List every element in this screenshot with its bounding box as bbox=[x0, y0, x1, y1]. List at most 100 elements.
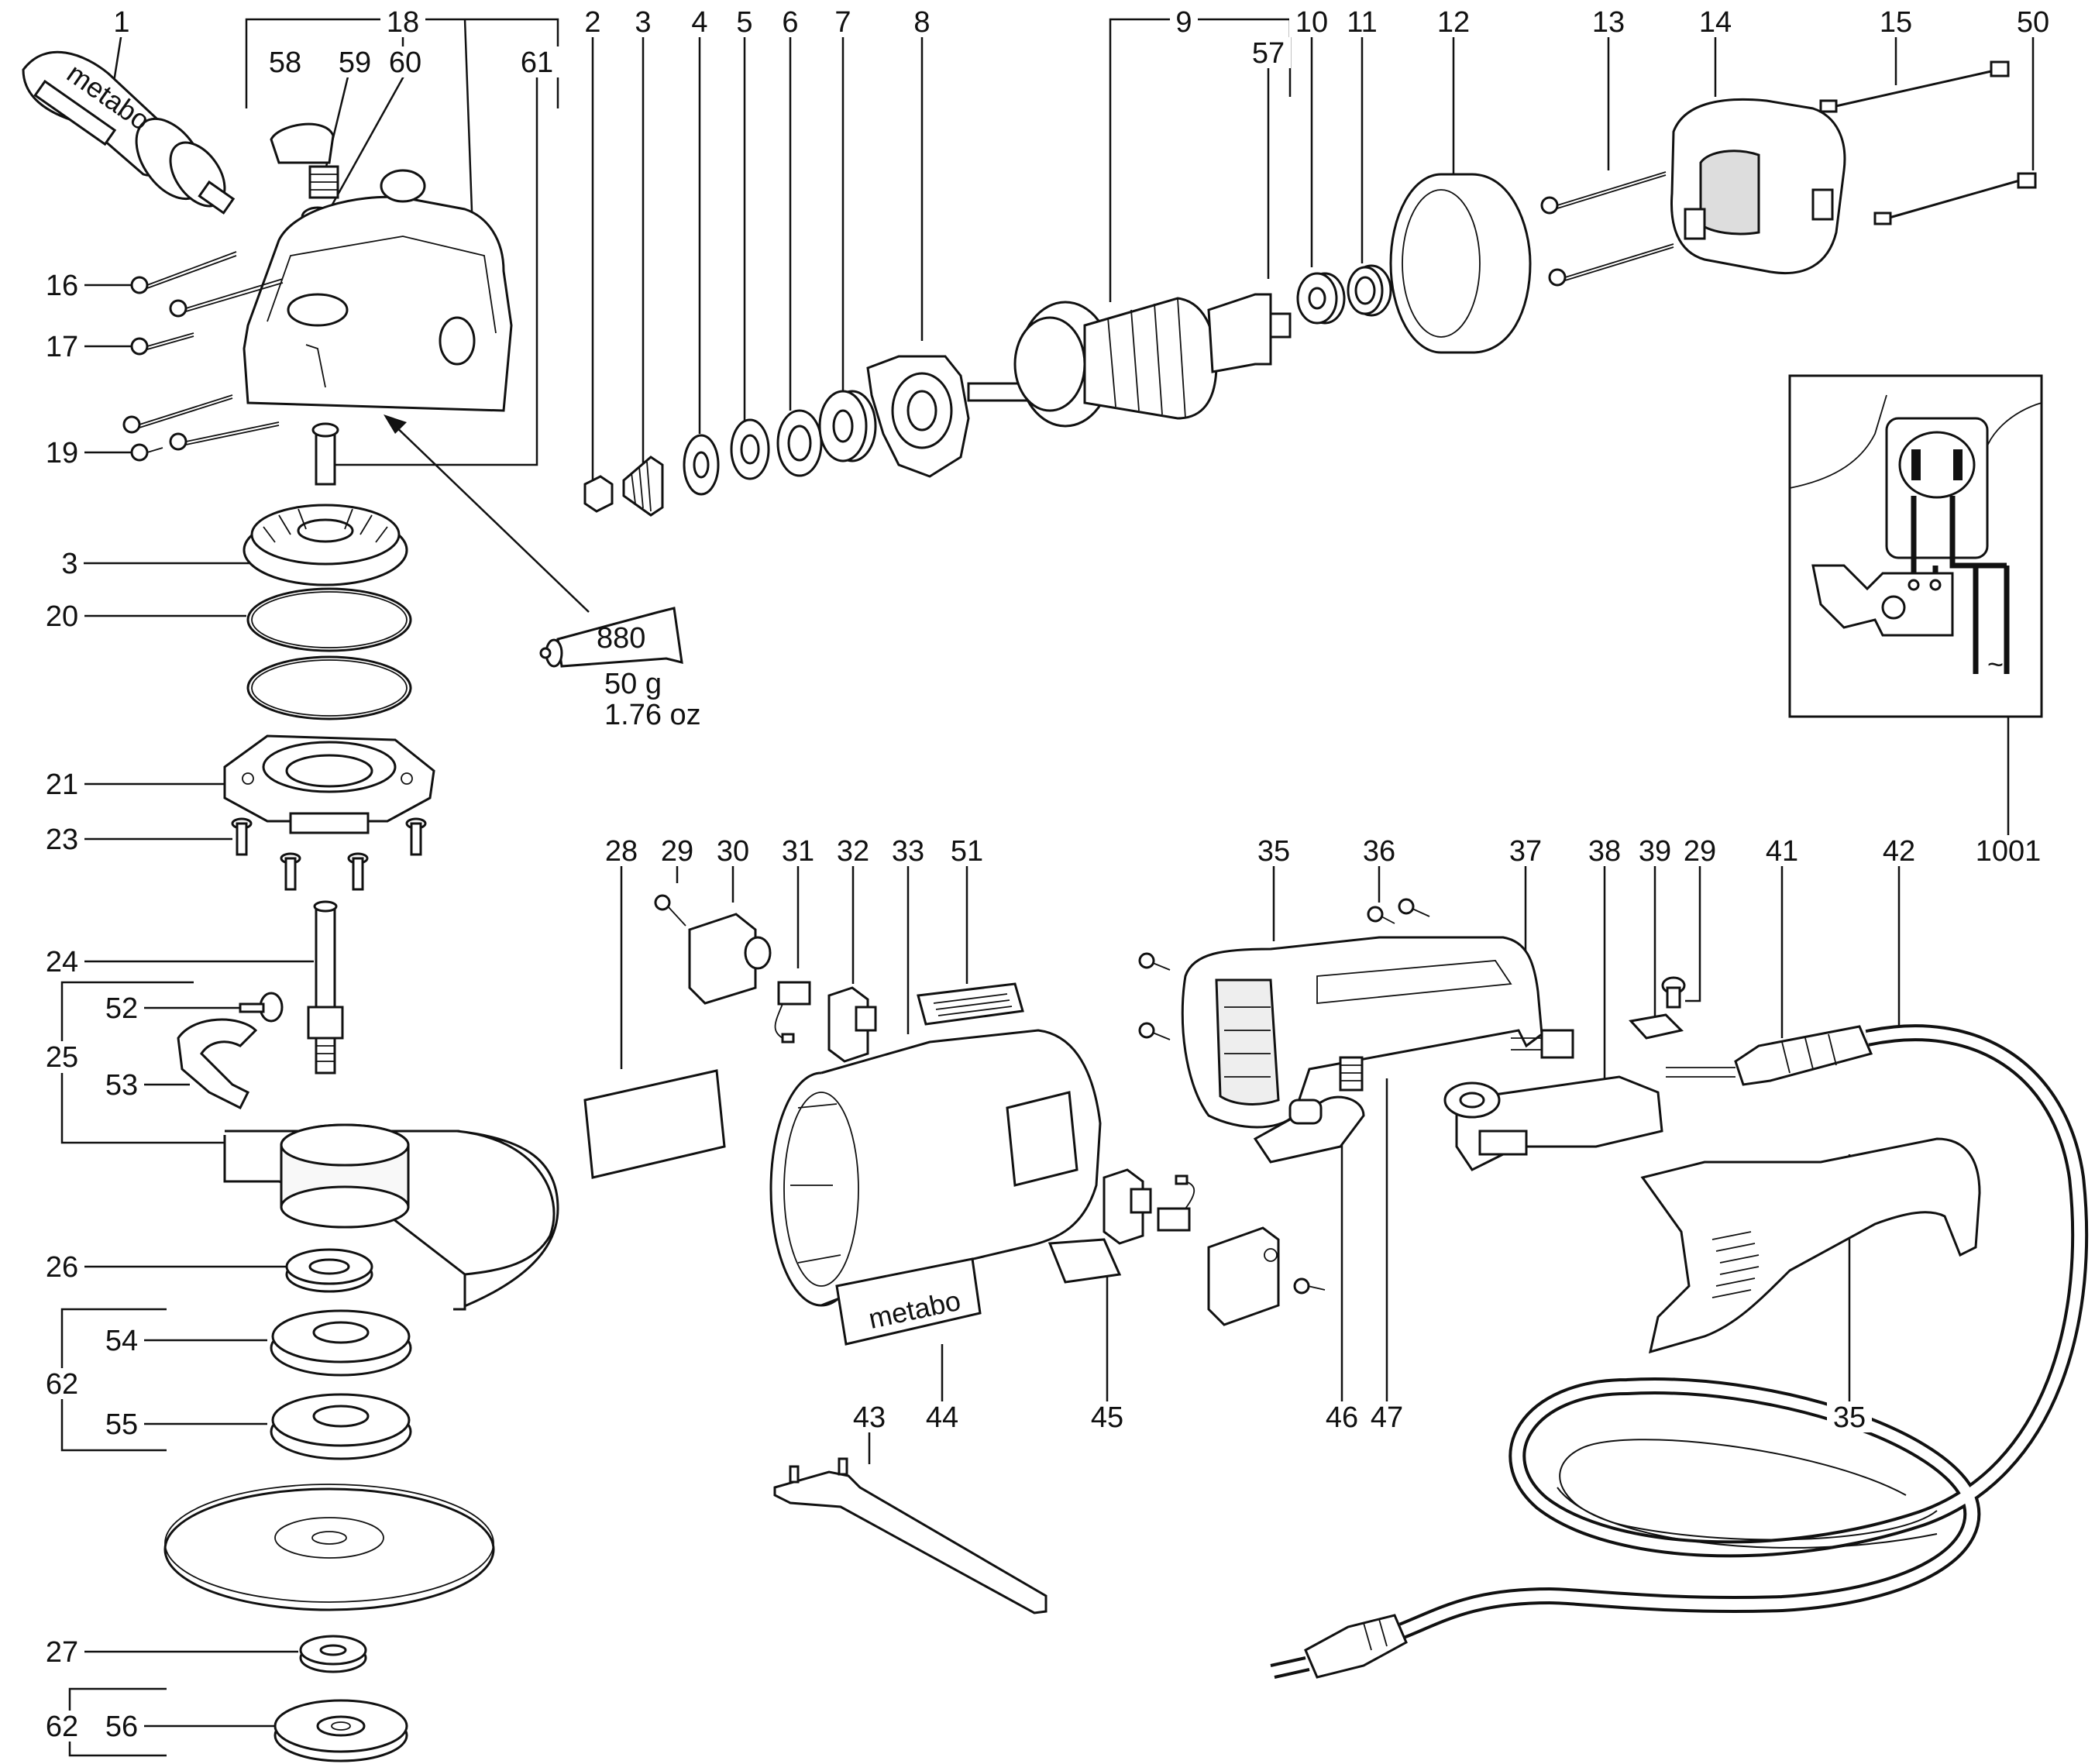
part-number-p18: 18 bbox=[387, 6, 419, 39]
label-plate-28 bbox=[583, 1069, 726, 1179]
insulation-film-45 bbox=[1048, 1238, 1122, 1284]
part-number-p7: 7 bbox=[834, 6, 851, 39]
part-label-bg bbox=[1246, 37, 1291, 68]
part-number-p41: 41 bbox=[1766, 835, 1798, 868]
part-label-bg bbox=[686, 6, 714, 37]
part-number-p60: 60 bbox=[389, 46, 421, 79]
part-label-bg bbox=[40, 1041, 84, 1072]
part-number-p29a: 29 bbox=[661, 835, 693, 868]
part-number-p27: 27 bbox=[46, 1636, 78, 1669]
grease-tube bbox=[539, 607, 683, 668]
part-number-p11: 11 bbox=[1347, 6, 1377, 39]
carbon-brush-lower bbox=[1157, 1174, 1195, 1232]
part-label-bg bbox=[40, 824, 84, 854]
bearing-10 bbox=[1296, 272, 1346, 325]
cable-grommet-41 bbox=[1666, 1025, 1873, 1086]
part-number-p30: 30 bbox=[717, 835, 749, 868]
ring-11 bbox=[1347, 264, 1392, 317]
part-label-bg bbox=[1873, 6, 1918, 37]
part-number-p4: 4 bbox=[691, 6, 707, 39]
part-label-bg bbox=[99, 1325, 144, 1356]
part-number-p20: 20 bbox=[46, 600, 78, 633]
flange-screws bbox=[231, 817, 427, 891]
clamping-flange bbox=[273, 1699, 408, 1762]
part-label-bg bbox=[847, 1401, 892, 1432]
part-label-bg bbox=[731, 6, 759, 37]
part-label-bg bbox=[1677, 835, 1722, 866]
part-label-bg bbox=[40, 769, 84, 799]
part-label-bg bbox=[1319, 1401, 1364, 1432]
part-label-bg bbox=[40, 600, 84, 631]
handle-screws-36 bbox=[1138, 898, 1430, 1040]
part-label-bg bbox=[56, 548, 84, 579]
part-label-bg bbox=[655, 835, 700, 866]
support-flange bbox=[270, 1309, 412, 1377]
part-label-bg bbox=[99, 1408, 144, 1439]
switch-slider-46 bbox=[1253, 1095, 1365, 1164]
part-number-p62a: 62 bbox=[46, 1368, 78, 1401]
handle-housing-35b bbox=[1640, 1137, 1981, 1354]
part-label-bg bbox=[599, 835, 644, 866]
part-label-bg bbox=[514, 46, 559, 77]
bevel-gear-large bbox=[243, 504, 408, 586]
part-label-bg bbox=[40, 1368, 84, 1399]
part-number-p21: 21 bbox=[46, 769, 78, 801]
part-number-p39: 39 bbox=[1639, 835, 1671, 868]
part-label-bg bbox=[579, 6, 607, 37]
part-label-bg bbox=[1693, 6, 1738, 37]
clamping-nut bbox=[270, 1393, 412, 1460]
part-number-p43: 43 bbox=[853, 1401, 886, 1434]
part-label-bg bbox=[40, 946, 84, 977]
flange-nut bbox=[285, 1248, 373, 1293]
brush-cover-lower bbox=[1207, 1226, 1280, 1326]
quick-nut bbox=[299, 1635, 367, 1673]
part-number-p46: 46 bbox=[1326, 1401, 1358, 1434]
part-label-bg bbox=[1340, 6, 1385, 37]
part-number-p13: 13 bbox=[1592, 6, 1625, 39]
part-number-p25: 25 bbox=[46, 1041, 78, 1074]
part-number-p17: 17 bbox=[46, 331, 78, 363]
part-label-bg bbox=[40, 331, 84, 362]
part-number-p24: 24 bbox=[46, 946, 78, 978]
grease-code: 880 bbox=[597, 622, 645, 655]
part-number-p36: 36 bbox=[1363, 835, 1395, 868]
part-number-p26: 26 bbox=[46, 1251, 78, 1284]
field-screws-13 bbox=[1540, 171, 1674, 287]
part-number-p23: 23 bbox=[46, 824, 78, 856]
part-label-bg bbox=[1289, 6, 1334, 37]
guard-screw bbox=[239, 992, 284, 1023]
wiring-diagram-box bbox=[1788, 374, 2043, 718]
fan-baffle-12 bbox=[1389, 173, 1532, 354]
grease-weight-oz: 1.76 oz bbox=[604, 699, 701, 731]
part-number-p55: 55 bbox=[105, 1408, 138, 1441]
part-label-bg bbox=[920, 1401, 965, 1432]
part-number-p1001: 1001 bbox=[1976, 835, 2042, 868]
part-number-p42: 42 bbox=[1883, 835, 1915, 868]
part-number-p15: 15 bbox=[1880, 6, 1912, 39]
suppressor-37 bbox=[1511, 1029, 1574, 1059]
washer-4 bbox=[683, 434, 720, 496]
wheel-guard bbox=[223, 1123, 559, 1311]
part-number-p5: 5 bbox=[736, 6, 752, 39]
part-number-p44: 44 bbox=[926, 1401, 958, 1434]
guard-clamp bbox=[177, 1018, 258, 1110]
part-label-bg bbox=[40, 437, 84, 468]
grease-weight-g: 50 g bbox=[604, 668, 662, 700]
pin-spanner-43 bbox=[773, 1457, 1048, 1614]
part-label-bg bbox=[886, 835, 931, 866]
spring-47 bbox=[1339, 1056, 1364, 1092]
rating-label-51 bbox=[917, 982, 1024, 1026]
power-cord-42 bbox=[1398, 1024, 2089, 1639]
bearing-plate-8 bbox=[866, 355, 970, 478]
part-number-p32: 32 bbox=[837, 835, 869, 868]
screw-cover-lower bbox=[1293, 1277, 1326, 1295]
part-label-bg bbox=[332, 46, 377, 77]
part-number-p1: 1 bbox=[113, 6, 129, 39]
part-label-bg bbox=[99, 992, 144, 1023]
part-label-bg bbox=[380, 6, 425, 37]
part-label-bg bbox=[1251, 835, 1296, 866]
part-number-p51: 51 bbox=[951, 835, 983, 868]
ball-bearing-7 bbox=[818, 390, 877, 462]
brand-nameplate-44 bbox=[835, 1257, 982, 1346]
